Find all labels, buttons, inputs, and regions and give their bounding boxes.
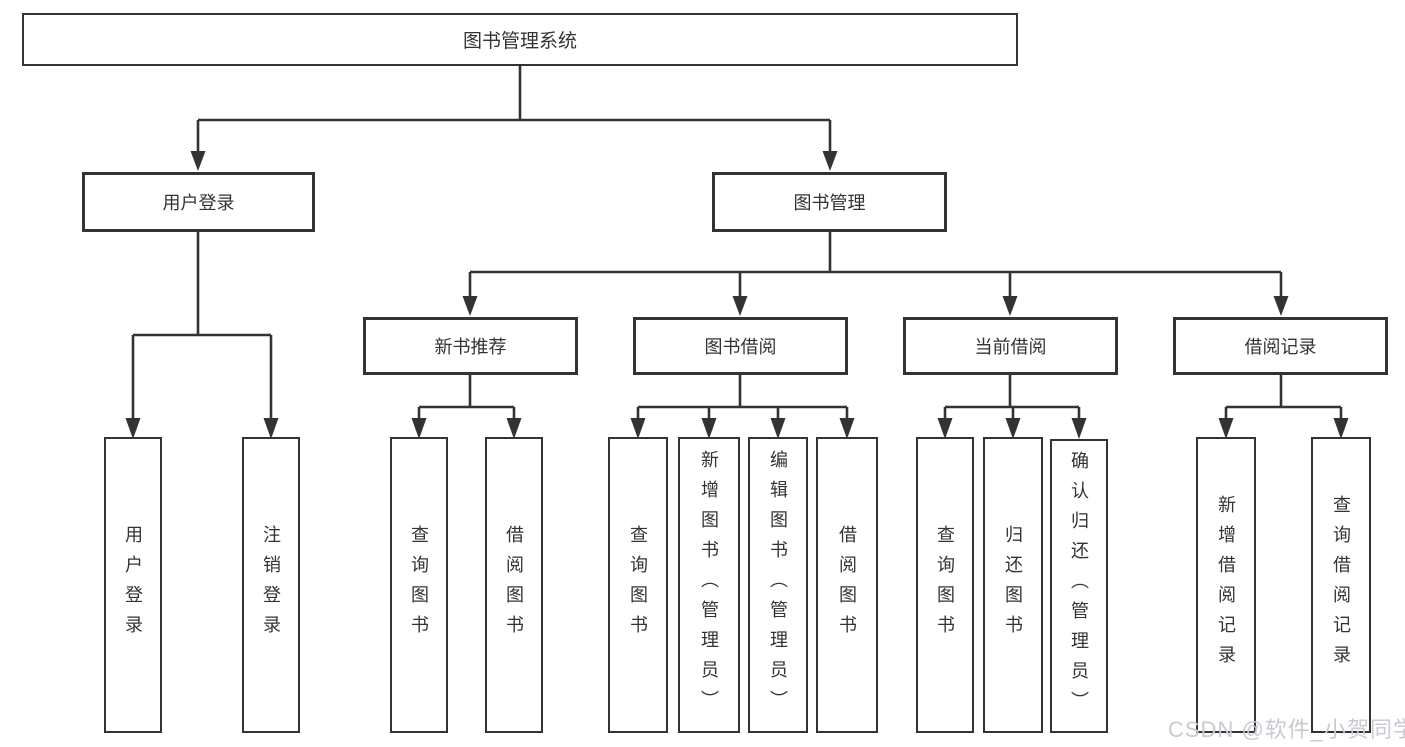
node-label: 确认归还（管理员） <box>1069 451 1089 721</box>
connector-arrowhead <box>1005 418 1021 439</box>
node-label: 查询图书 <box>628 525 648 645</box>
node-leaf-add-borrow-record: 新增借阅记录 <box>1196 437 1256 733</box>
node-current-borrowing: 当前借阅 <box>903 317 1118 375</box>
node-leaf-query-books-current: 查询图书 <box>916 437 974 733</box>
connector-arrowhead <box>630 418 646 439</box>
node-leaf-borrow-books: 借阅图书 <box>816 437 878 733</box>
watermark: CSDN @软件_小贺同学 <box>1168 717 1405 742</box>
node-new-book-recommendation: 新书推荐 <box>363 317 578 375</box>
node-leaf-logout: 注销登录 <box>242 437 300 733</box>
node-borrowing-records: 借阅记录 <box>1173 317 1388 375</box>
node-leaf-user-login: 用户登录 <box>104 437 162 733</box>
node-library-management-system: 图书管理系统 <box>22 13 1018 66</box>
node-label: 借阅图书 <box>504 525 524 645</box>
node-leaf-add-books-admin: 新增图书（管理员） <box>678 437 740 733</box>
connector-root-to-level2 <box>190 66 838 171</box>
node-label: 查询图书 <box>935 525 955 645</box>
connector-arrowhead <box>1218 418 1234 439</box>
connector-arrowhead <box>839 418 855 439</box>
connector-arrowhead <box>1273 296 1289 316</box>
node-leaf-borrow-books-rec: 借阅图书 <box>485 437 543 733</box>
node-book-management: 图书管理 <box>712 172 947 232</box>
node-label: 注销登录 <box>261 525 281 645</box>
node-user-login: 用户登录 <box>82 172 315 232</box>
node-label: 新增借阅记录 <box>1216 495 1236 675</box>
connector-arrowhead <box>462 296 478 316</box>
connector-arrowhead <box>506 418 522 439</box>
node-label: 图书管理 <box>793 193 866 213</box>
node-label: 归还图书 <box>1003 525 1023 645</box>
node-label: 新增图书（管理员） <box>699 450 719 720</box>
connector-arrowhead <box>125 418 141 439</box>
node-label: 图书管理系统 <box>462 31 577 52</box>
node-label: 借阅图书 <box>837 525 857 645</box>
node-leaf-query-books-borrow: 查询图书 <box>608 437 668 733</box>
connector-borrowrecords-to-leaves <box>1218 375 1349 439</box>
connector-currentborrow-to-leaves <box>937 375 1087 439</box>
node-label: 新书推荐 <box>434 337 507 357</box>
connector-arrowhead <box>732 296 748 316</box>
connector-arrowhead <box>263 418 279 439</box>
node-label: 编辑图书（管理员） <box>768 450 788 720</box>
node-label: 用户登录 <box>162 193 235 213</box>
connector-arrowhead <box>937 418 953 439</box>
connector-arrowhead <box>770 418 786 439</box>
node-label: 查询借阅记录 <box>1331 495 1351 675</box>
connector-userlogin-to-leaves <box>125 232 279 439</box>
node-book-borrowing: 图书借阅 <box>633 317 848 375</box>
connector-arrowhead <box>411 418 427 439</box>
connector-arrowhead <box>822 151 838 171</box>
node-leaf-query-books-rec: 查询图书 <box>390 437 448 733</box>
connector-bookborrow-to-leaves <box>630 375 855 439</box>
connector-arrowhead <box>701 418 717 439</box>
connector-bookmgmt-to-level3 <box>462 232 1289 316</box>
node-label: 查询图书 <box>409 525 429 645</box>
connector-arrowhead <box>190 151 206 171</box>
connector-arrowhead <box>1002 296 1018 316</box>
node-leaf-edit-books-admin: 编辑图书（管理员） <box>748 437 808 733</box>
connector-newbookrec-to-leaves <box>411 375 522 439</box>
node-label: 借阅记录 <box>1244 337 1317 357</box>
node-label: 图书借阅 <box>704 337 777 357</box>
node-label: 用户登录 <box>123 525 143 645</box>
connector-arrowhead <box>1071 418 1087 439</box>
connector-arrowhead <box>1333 418 1349 439</box>
node-leaf-query-borrow-record: 查询借阅记录 <box>1311 437 1371 733</box>
node-label: 当前借阅 <box>974 337 1047 357</box>
node-leaf-confirm-return-admin: 确认归还（管理员） <box>1050 439 1108 733</box>
node-leaf-return-books: 归还图书 <box>983 437 1043 733</box>
